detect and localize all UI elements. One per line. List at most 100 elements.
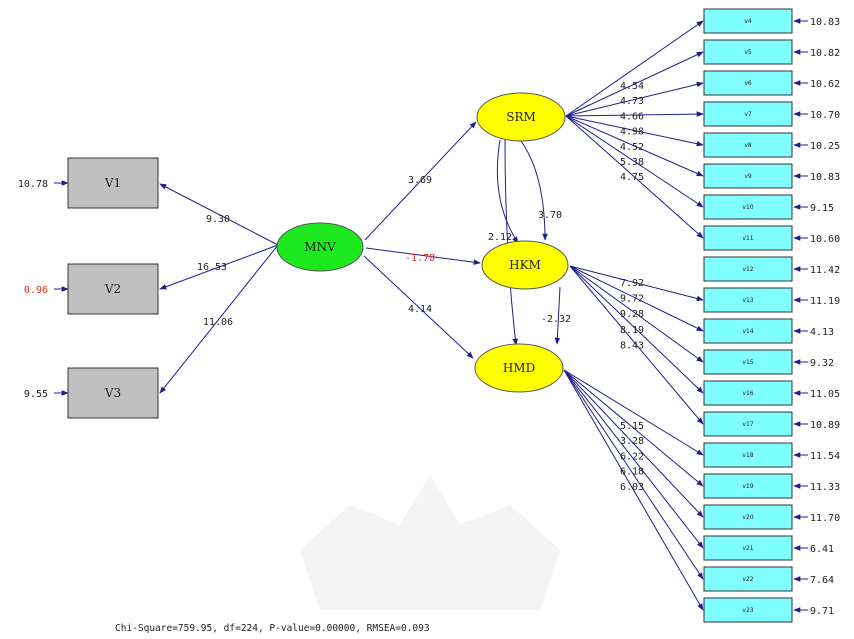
error-value-v17: 10.89 — [810, 420, 840, 431]
error-value-v18: 11.54 — [810, 451, 840, 462]
loading-arrow-v19 — [563, 369, 704, 487]
loading-arrow-v5 — [565, 51, 704, 117]
indicator-v10 — [703, 194, 793, 220]
loading-value-hkm-2: 9.72 — [620, 294, 644, 305]
loading-value-hmd-5: 6.03 — [620, 482, 644, 493]
indicator-v15 — [703, 349, 793, 375]
error-value-v4: 10.83 — [810, 17, 840, 28]
latent-hmd-label: HMD — [503, 361, 535, 375]
error-value-v23: 9.71 — [810, 606, 834, 617]
indicator-v16-label: v16 — [742, 390, 753, 397]
path-mnv-hkm — [365, 247, 481, 265]
loading-value-srm-1: 4.54 — [620, 81, 644, 92]
indicator-v11-label: v11 — [742, 235, 753, 242]
loading-arrow-v22 — [563, 369, 704, 580]
indicator-v5-label: v5 — [744, 49, 752, 56]
path-mnv-srm — [364, 121, 477, 241]
latent-srm-label: SRM — [506, 110, 536, 124]
loading-value-hkm-4: 8.19 — [620, 325, 644, 336]
indicator-v1 — [67, 157, 159, 209]
path-mnv-hmd — [363, 255, 474, 359]
loading-value-hmd-1: 5.15 — [620, 421, 644, 432]
loading-arrow-v14 — [569, 265, 704, 332]
indicator-v16 — [703, 380, 793, 406]
loading-arrow-v3 — [159, 244, 279, 394]
indicator-v18 — [703, 442, 793, 468]
loading-value-srm-5: 4.52 — [620, 142, 644, 153]
error-value-v3: 9.55 — [24, 389, 48, 400]
latent-srm — [476, 92, 566, 142]
latent-hkm — [481, 240, 569, 290]
error-value-v14: 4.13 — [810, 327, 834, 338]
latent-hkm-label: HKM — [509, 258, 541, 272]
indicator-v17-label: v17 — [742, 421, 753, 428]
loading-arrow-v7 — [565, 111, 704, 117]
loading-value-hkm-1: 7.92 — [620, 278, 644, 289]
indicator-v13 — [703, 287, 793, 313]
indicator-v14-label: v14 — [742, 328, 753, 335]
edges-layer — [54, 18, 808, 613]
error-value-v9: 10.83 — [810, 172, 840, 183]
indicator-v3 — [67, 367, 159, 419]
indicator-v7-label: v7 — [744, 111, 752, 118]
loading-value-hkm-5: 8.43 — [620, 340, 644, 351]
loading-arrow-v13 — [569, 265, 704, 302]
path-value-mnv-srm: 3.69 — [408, 175, 432, 186]
watermark — [300, 475, 560, 610]
latent-hmd — [474, 343, 564, 393]
loading-arrow-v15 — [569, 265, 704, 363]
loading-value-srm-7: 4.75 — [620, 172, 644, 183]
error-value-v7: 10.70 — [810, 110, 840, 121]
path-srm-hmd-left-curve — [496, 139, 519, 244]
indicator-v12 — [703, 256, 793, 282]
indicator-v6 — [703, 70, 793, 96]
indicator-v5 — [703, 39, 793, 65]
indicator-v22-label: v22 — [742, 576, 753, 583]
loading-value-srm-6: 5.38 — [620, 157, 644, 168]
indicator-v10-label: v10 — [742, 204, 753, 211]
path-value-mnv-hkm: -1.78 — [405, 253, 435, 264]
indicator-v17 — [703, 411, 793, 437]
loading-arrow-v6 — [565, 81, 704, 117]
error-value-v21: 6.41 — [810, 544, 834, 555]
loading-arrow-v10 — [565, 115, 704, 208]
indicator-v7 — [703, 101, 793, 127]
error-value-v13: 11.19 — [810, 296, 840, 307]
loading-arrow-v18 — [563, 369, 704, 456]
error-value-v19: 11.33 — [810, 482, 840, 493]
error-value-v12: 11.42 — [810, 265, 840, 276]
indicator-v13-label: v13 — [742, 297, 753, 304]
loading-arrow-v20 — [563, 369, 704, 518]
loading-value-v3: 11.06 — [203, 317, 233, 328]
loading-value-hkm-3: 9.28 — [620, 309, 644, 320]
indicator-v6-label: v6 — [744, 80, 752, 87]
indicator-v11 — [703, 225, 793, 251]
loading-value-srm-3: 4.66 — [620, 111, 644, 122]
indicator-v8 — [703, 132, 793, 158]
indicator-v2 — [67, 263, 159, 315]
indicator-v12-label: v12 — [742, 266, 753, 273]
path-value-hkm-hmd: -2.32 — [541, 314, 571, 325]
error-value-v16: 11.05 — [810, 389, 840, 400]
error-value-v15: 9.32 — [810, 358, 834, 369]
indicator-v23-label: v23 — [742, 607, 753, 614]
labels-layer: 10.780.969.559.3016.5311.063.69-1.784.14… — [18, 17, 840, 617]
loading-arrow-v11 — [565, 115, 704, 239]
indicator-v15-label: v15 — [742, 359, 753, 366]
loading-arrow-v23 — [563, 369, 704, 611]
indicator-v19 — [703, 473, 793, 499]
loading-arrow-v8 — [565, 115, 704, 147]
fit-statistics: Chi-Square=759.95, df=224, P-value=0.000… — [115, 623, 430, 634]
loading-arrow-v2 — [159, 244, 279, 290]
path-value-mnv-hmd: 4.14 — [408, 304, 432, 315]
loading-value-v1: 9.30 — [206, 214, 230, 225]
indicator-v21-label: v21 — [742, 545, 753, 552]
indicator-v3-label: V3 — [104, 386, 121, 400]
loading-arrow-v4 — [565, 20, 704, 117]
indicator-v20-label: v20 — [742, 514, 753, 521]
loading-value-hmd-3: 6.22 — [620, 451, 644, 462]
loading-value-srm-4: 4.98 — [620, 127, 644, 138]
loading-arrow-v1 — [159, 183, 279, 246]
indicator-v8-label: v8 — [744, 142, 752, 149]
